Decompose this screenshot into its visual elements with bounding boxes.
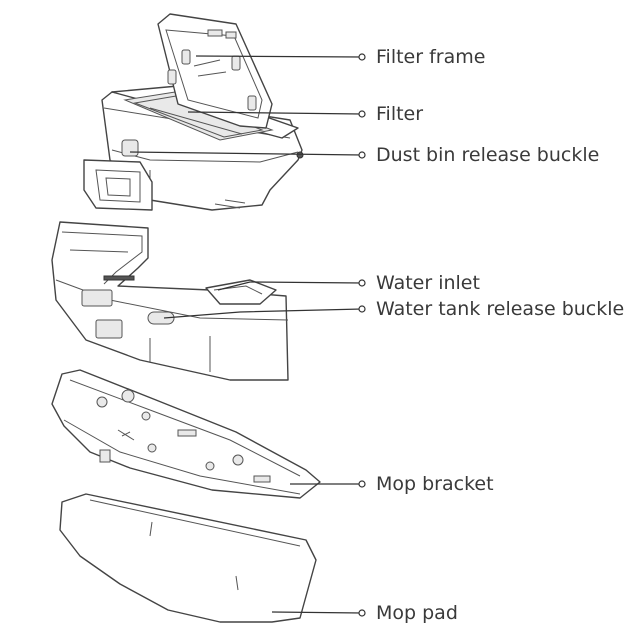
label-filter: Filter xyxy=(376,103,424,125)
filter-frame xyxy=(157,13,273,129)
label-mop-pad: Mop pad xyxy=(376,602,458,624)
mop-pad xyxy=(59,493,317,623)
water-tank xyxy=(51,221,289,381)
label-dust-bin-release-buckle: Dust bin release buckle xyxy=(376,144,600,166)
leader-lines xyxy=(129,53,366,617)
label-filter-frame: Filter frame xyxy=(376,46,486,68)
label-water-tank-release-buckle: Water tank release buckle xyxy=(376,298,625,320)
label-mop-bracket: Mop bracket xyxy=(376,473,494,495)
label-water-inlet: Water inlet xyxy=(376,272,480,294)
mop-bracket xyxy=(51,369,321,499)
